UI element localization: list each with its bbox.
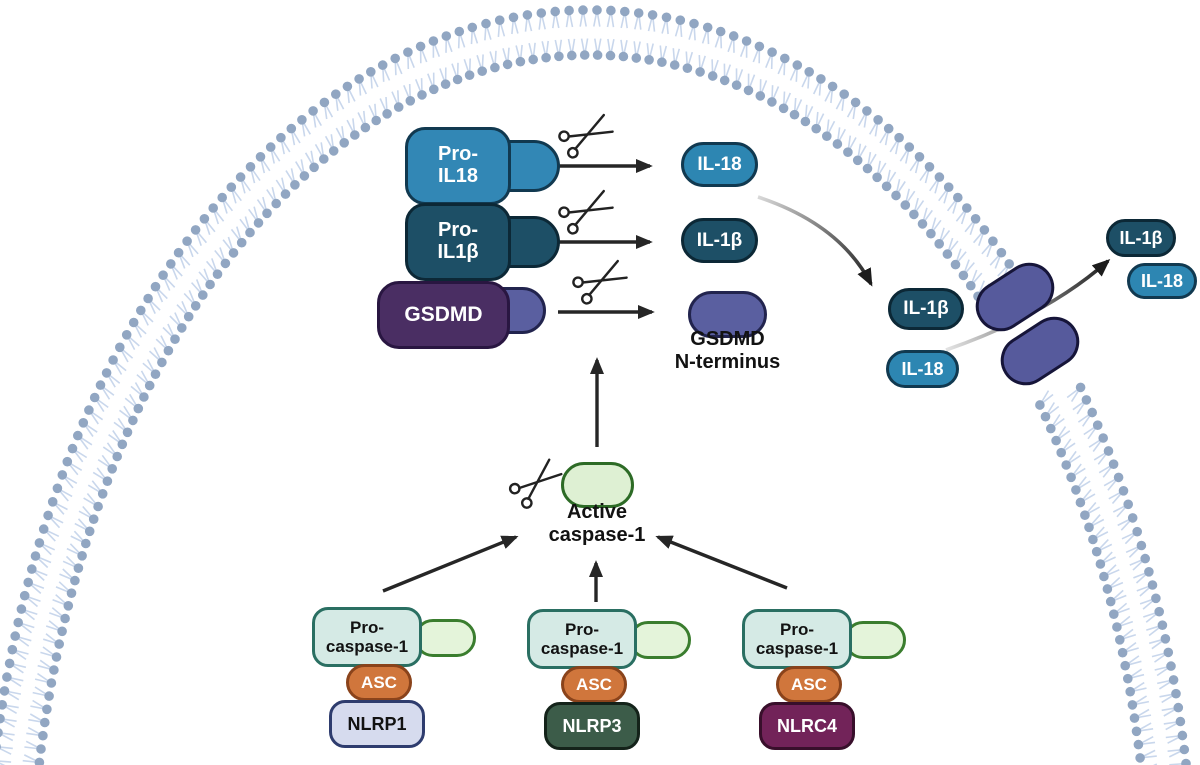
pro-caspase1-label-line2: caspase-1: [325, 637, 409, 656]
pro-caspase1-tail-pill: [844, 621, 906, 659]
pro-il18-substrate-box: Pro- IL18: [405, 127, 511, 205]
gsdmd-nterm-product-pill: [688, 291, 767, 338]
il18-secreted-pill: IL-18: [1127, 263, 1197, 299]
pro-caspase1-tail-pill: [414, 619, 476, 657]
gsdmd-nterm-caption-line1: GSDMD: [690, 328, 765, 350]
pro-caspase1-box: Pro- caspase-1: [527, 609, 637, 669]
pro-il1b-label-line1: Pro-: [438, 219, 478, 242]
lipid-heads: [0, 5, 1191, 765]
il18-product-label: IL-18: [697, 153, 742, 175]
pro-caspase1-label-line1: Pro-: [780, 619, 814, 639]
active-caspase1-caption-line1: Active: [566, 501, 628, 523]
active-caspase1-caption-line2: caspase-1: [548, 524, 646, 546]
pro-caspase1-label-line2: caspase-1: [540, 639, 624, 658]
il1b-cytosol-label: IL-1β: [903, 298, 949, 319]
nlrc4-sensor-box: NLRC4: [759, 702, 855, 750]
asc-adaptor-pill: ASC: [776, 666, 842, 703]
il18-product-pill: IL-18: [681, 142, 758, 187]
il1b-secreted-pill: IL-1β: [1106, 219, 1176, 257]
gsdmd-nterm-caption: GSDMD N-terminus: [645, 328, 810, 374]
nlrp1-sensor-box: NLRP1: [329, 700, 425, 748]
il18-cytosol-pill: IL-18: [886, 350, 959, 388]
inflammasome-nlrp1: Pro- caspase-1 ASC NLRP1: [312, 607, 477, 757]
il1b-secreted-label: IL-1β: [1119, 227, 1163, 248]
il1b-cytosol-pill: IL-1β: [888, 288, 964, 330]
cytokines-to-pore-arrow: [757, 195, 873, 287]
pro-caspase1-label-line1: Pro-: [350, 617, 384, 637]
nlrp3-sensor-box: NLRP3: [544, 702, 640, 750]
pro-caspase1-label-line2: caspase-1: [755, 639, 839, 658]
pro-caspase1-box: Pro- caspase-1: [742, 609, 852, 669]
asc-adaptor-pill: ASC: [561, 666, 627, 703]
active-caspase1-pill: [561, 462, 634, 508]
il1b-product-pill: IL-1β: [681, 218, 758, 263]
asc-adaptor-pill: ASC: [346, 664, 412, 701]
il18-cytosol-label: IL-18: [901, 358, 944, 379]
nlrp1-to-caspase-arrow: [382, 535, 519, 593]
cell-membrane: [0, 5, 1191, 765]
il1b-product-label: IL-1β: [696, 229, 743, 251]
scissors-icon: [556, 185, 616, 237]
pro-il18-label-line1: Pro-: [438, 143, 478, 166]
inflammasome-nlrc4: Pro- caspase-1 ASC NLRC4: [742, 609, 907, 759]
scissors-icon: [570, 255, 630, 307]
active-caspase1-caption: Active caspase-1: [524, 501, 670, 547]
pro-il18-label-line2: IL18: [437, 165, 479, 187]
inflammasome-nlrp3: Pro- caspase-1 ASC NLRP3: [527, 609, 692, 759]
lipid-tails: [0, 9, 1187, 765]
scissors-icon: [556, 109, 616, 161]
pro-il1b-substrate-box: Pro- IL1β: [405, 203, 511, 281]
pro-caspase1-label-line1: Pro-: [565, 619, 599, 639]
gsdmd-nterm-caption-line2: N-terminus: [674, 351, 781, 373]
pro-caspase1-box: Pro- caspase-1: [312, 607, 422, 667]
gsdmd-substrate-box: GSDMD: [377, 281, 510, 349]
gsdmd-label: GSDMD: [404, 303, 483, 326]
nlrc4-to-caspase-arrow: [655, 535, 788, 590]
il18-secreted-label: IL-18: [1140, 270, 1183, 291]
pro-il1b-label-line2: IL1β: [437, 241, 479, 263]
pro-caspase1-tail-pill: [629, 621, 691, 659]
